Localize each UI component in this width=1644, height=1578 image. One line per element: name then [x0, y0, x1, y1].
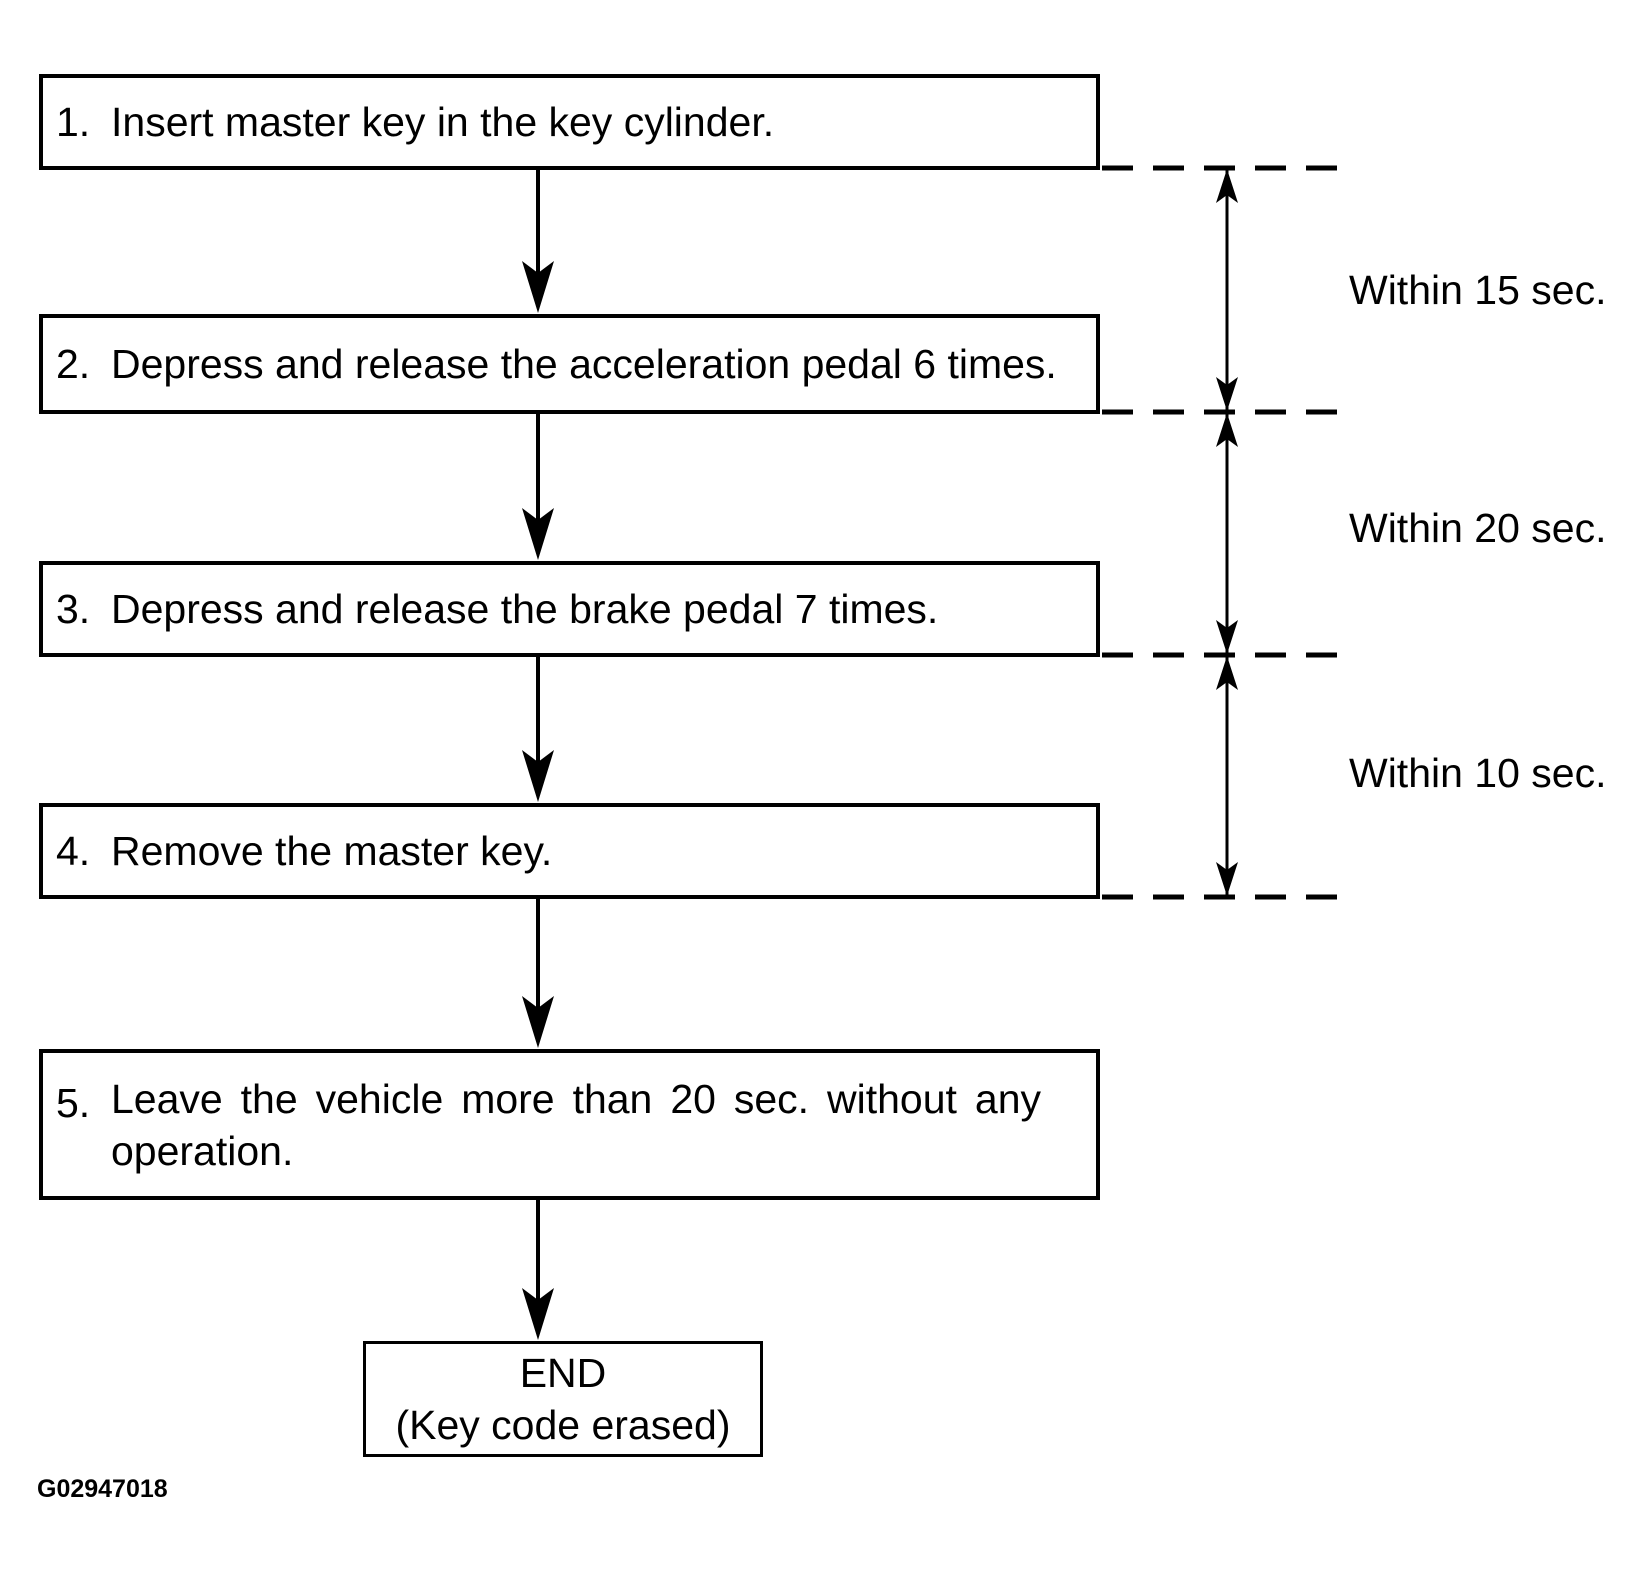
step-5-number: 5. — [56, 1080, 91, 1126]
flow-arrowhead-4 — [522, 996, 554, 1048]
timing-label-within-20-sec: Within 20 sec. — [1349, 505, 1607, 551]
step-box-3: 3. Depress and release the brake pedal 7… — [39, 561, 1100, 657]
step-box-4: 4. Remove the master key. — [39, 803, 1100, 899]
step-5-text-line-2: operation. — [111, 1127, 294, 1174]
step-box-1: 1. Insert master key in the key cylinder… — [39, 74, 1100, 170]
end-subtitle: (Key code erased) — [395, 1402, 731, 1448]
dimension-arrowhead-1-up — [1216, 169, 1238, 203]
step-2-text: Depress and release the acceleration ped… — [111, 341, 1057, 387]
flow-arrowhead-5 — [522, 1288, 554, 1340]
step-4-text: Remove the master key. — [111, 828, 553, 874]
timing-label-within-10-sec: Within 10 sec. — [1349, 750, 1607, 796]
end-box: END (Key code erased) — [363, 1341, 763, 1457]
step-5-text-line-1: Leave the vehicle more than 20 sec. with… — [111, 1075, 1041, 1122]
step-2-number: 2. — [56, 341, 91, 387]
figure-id: G02947018 — [37, 1475, 168, 1503]
flow-arrowhead-2 — [522, 508, 554, 560]
dimension-arrowhead-3-up — [1216, 656, 1238, 690]
step-5-text: Leave the vehicle more than 20 sec. with… — [111, 1073, 1096, 1177]
dimension-arrowheads — [1216, 169, 1238, 896]
end-title: END — [519, 1350, 607, 1396]
flow-arrowhead-3 — [522, 750, 554, 802]
dimension-arrowhead-2-down — [1216, 620, 1238, 654]
step-3-text: Depress and release the brake pedal 7 ti… — [111, 586, 939, 632]
step-box-2: 2. Depress and release the acceleration … — [39, 314, 1100, 414]
dashed-leaders — [1102, 165, 1337, 900]
dimension-arrowhead-1-down — [1216, 377, 1238, 411]
flow-arrowhead-1 — [522, 261, 554, 313]
step-3-number: 3. — [56, 586, 91, 632]
dimension-arrowhead-2-up — [1216, 413, 1238, 447]
step-box-5: 5. Leave the vehicle more than 20 sec. w… — [39, 1049, 1100, 1200]
step-1-text: Insert master key in the key cylinder. — [111, 99, 775, 145]
step-1-number: 1. — [56, 99, 91, 145]
dimension-arrowhead-3-down — [1216, 862, 1238, 896]
step-4-number: 4. — [56, 828, 91, 874]
timing-label-within-15-sec: Within 15 sec. — [1349, 267, 1607, 313]
